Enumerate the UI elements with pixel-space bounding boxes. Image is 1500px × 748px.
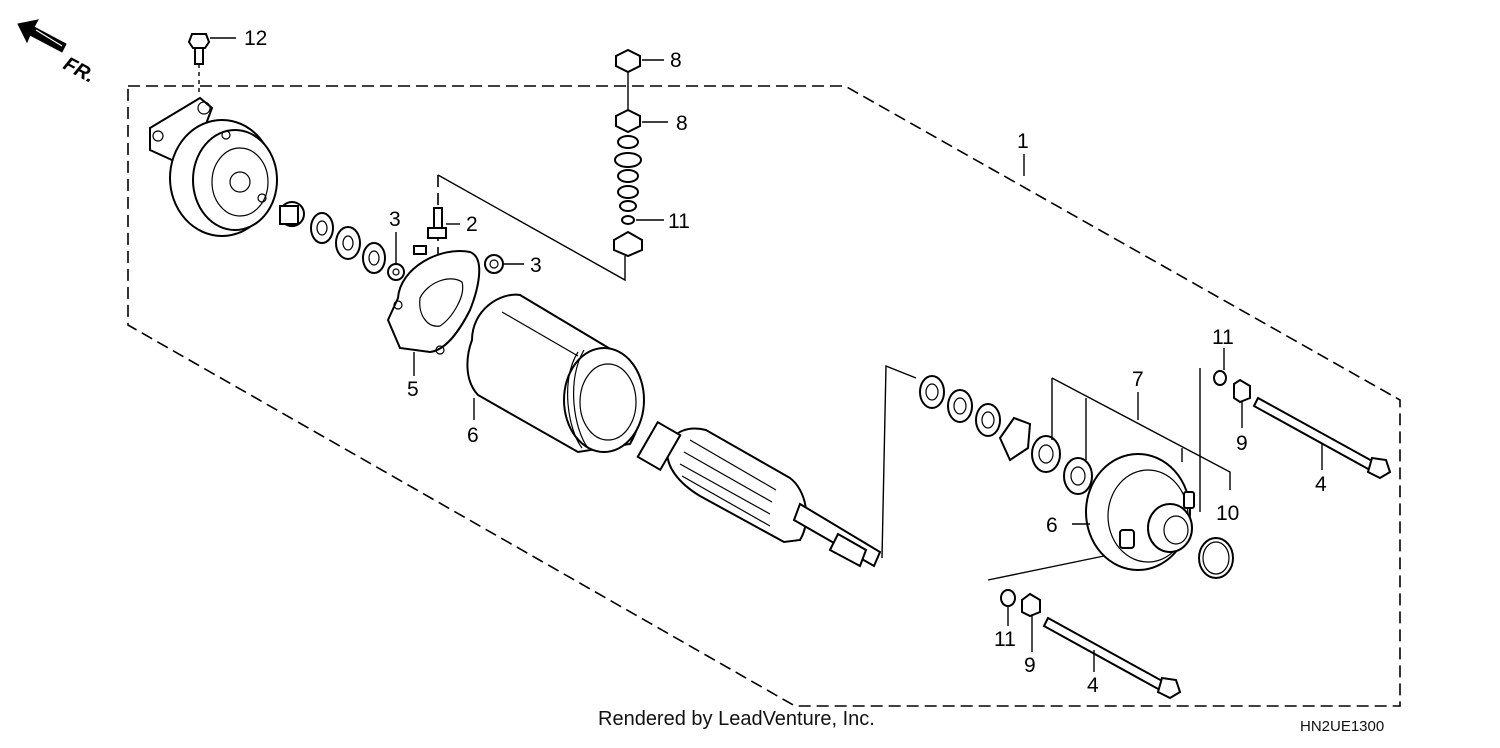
- leader-lines: [210, 37, 1323, 672]
- brush-spring-3-left-part: [387, 263, 405, 281]
- render-credit: Rendered by LeadVenture, Inc.: [598, 708, 875, 730]
- callout-6-yoke: 6: [467, 424, 479, 447]
- callout-6-cover: 6: [1046, 514, 1058, 537]
- bolt-12-part: [187, 33, 211, 92]
- callout-5: 5: [407, 378, 419, 401]
- brush-screw-2-part: [413, 207, 447, 255]
- item-7-bracket-b: [1051, 377, 1231, 490]
- nut-9-upper-part: [1233, 378, 1251, 404]
- callout-3-left: 3: [389, 208, 401, 231]
- nut-9-lower-part: [1021, 592, 1041, 618]
- callout-11-lower: 11: [994, 628, 1016, 651]
- brush-spring-3-right-part: [484, 254, 504, 274]
- rear-washer-set-part: [919, 375, 1032, 462]
- callout-3-right: 3: [530, 254, 542, 277]
- lower-hardware-bracket: [987, 555, 1105, 581]
- front-bracket-part: [149, 96, 278, 237]
- callout-8-top: 8: [670, 49, 682, 72]
- brush-holder-plate-5-part: [386, 250, 481, 355]
- callout-12: 12: [244, 27, 267, 50]
- callout-1: 1: [1017, 130, 1029, 153]
- terminal-nut-stack-part: [613, 48, 643, 258]
- terminal-group-bracket: [437, 174, 626, 282]
- callout-8-second: 8: [676, 112, 688, 135]
- callout-10: 10: [1216, 502, 1239, 525]
- washer-set-part: [310, 212, 386, 274]
- seal-part: [1063, 457, 1093, 495]
- yoke-6-part: [466, 293, 645, 454]
- through-bolt-4-upper-part: [1252, 396, 1392, 480]
- rear-cover-part: [1085, 453, 1195, 571]
- front-direction-arrow-icon: [17, 19, 67, 53]
- o-ring-part: [1198, 537, 1234, 579]
- assembly-outline: [127, 85, 1401, 707]
- callout-4-upper: 4: [1315, 473, 1327, 496]
- washer-11-lower-part: [1000, 589, 1016, 607]
- bearing-part: [1031, 435, 1061, 473]
- callout-11-terminal: 11: [668, 210, 690, 233]
- through-bolt-4-lower-part: [1042, 616, 1182, 700]
- callout-9-lower: 9: [1024, 654, 1036, 677]
- callout-9-upper: 9: [1236, 432, 1248, 455]
- bushing-part: [279, 201, 305, 227]
- washer-11-upper-part: [1213, 370, 1227, 386]
- callout-11-upper: 11: [1212, 326, 1234, 349]
- front-direction-label: FR.: [60, 53, 99, 88]
- rear-washer-bracket: [881, 364, 917, 559]
- diagram-code: HN2UE1300: [1300, 718, 1385, 735]
- callout-4-lower: 4: [1087, 674, 1099, 697]
- callout-7: 7: [1132, 368, 1144, 391]
- armature-part: [636, 420, 882, 568]
- callout-2: 2: [466, 213, 478, 236]
